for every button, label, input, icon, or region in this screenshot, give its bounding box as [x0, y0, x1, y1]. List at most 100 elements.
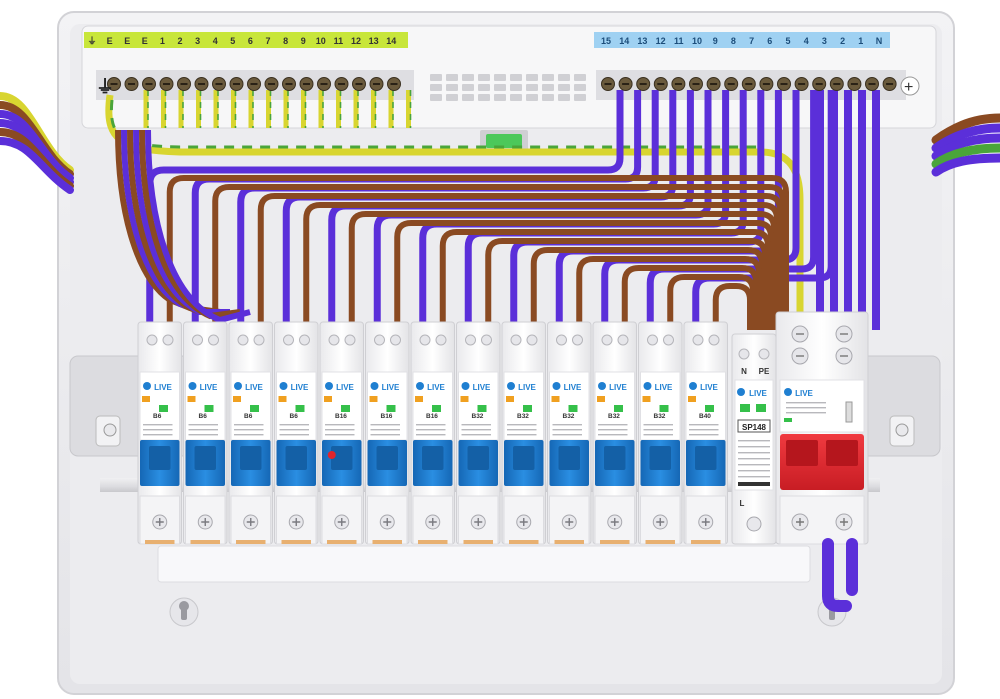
earth-bar-label: E	[107, 36, 113, 46]
status-dot-icon	[327, 451, 336, 459]
vent-slot	[462, 94, 474, 101]
neutral-bar-label: 11	[674, 36, 684, 46]
live-wire	[212, 184, 786, 330]
terminal-screw-icon	[192, 334, 203, 346]
terminal-screw-icon	[162, 334, 174, 346]
mcb-breaker[interactable]: LIVE B16	[365, 321, 410, 545]
terminal-screw-icon	[465, 334, 476, 346]
earth-label-strip	[84, 32, 408, 48]
mcb-breaker[interactable]: LIVE B6	[183, 321, 228, 545]
terminal-screw-icon	[374, 334, 385, 346]
earth-bar-label: 2	[177, 36, 182, 46]
vent-slot	[478, 84, 490, 91]
live-wire	[439, 229, 771, 330]
vent-slot	[446, 84, 458, 91]
mcb-breaker[interactable]: LIVE B6	[274, 321, 319, 545]
vent-slot	[430, 74, 442, 81]
terminal-screw-icon	[692, 334, 704, 346]
brand-label: LIVE	[518, 383, 536, 392]
rating-code: B6	[199, 413, 208, 420]
terminal-screw-icon	[299, 334, 310, 346]
live-wire	[530, 247, 765, 330]
brand-label: LIVE	[200, 383, 218, 392]
brand-logo-icon	[416, 382, 424, 390]
terminal-screw-icon	[208, 334, 219, 346]
brand-label: LIVE	[382, 383, 400, 392]
earth-bar-label: 5	[230, 36, 235, 46]
live-wire	[667, 274, 756, 330]
trip-indicator	[568, 405, 578, 412]
terminal-screw-icon	[647, 334, 658, 346]
earth-bar-label: 12	[351, 36, 361, 46]
live-wire	[303, 202, 780, 330]
live-wire	[348, 211, 777, 330]
vent-slot	[574, 84, 586, 91]
terminal-screw-icon	[237, 334, 249, 346]
vent-slot	[526, 74, 538, 81]
trip-indicator	[659, 405, 669, 412]
neutral-bar-label: 15	[601, 36, 611, 46]
brand-logo-icon	[598, 382, 606, 390]
vent-slot	[574, 94, 586, 101]
rating-code: B32	[517, 413, 529, 420]
brand-logo-icon	[325, 382, 333, 390]
trip-indicator	[341, 405, 350, 412]
trip-indicator	[295, 405, 305, 412]
vent-slot	[478, 94, 490, 101]
trip-indicator	[523, 405, 532, 412]
trip-indicator	[386, 405, 396, 412]
brand-label: LIVE	[291, 383, 309, 392]
rating-code: B6	[290, 413, 299, 420]
live-wire	[485, 238, 768, 330]
vent-slot	[430, 94, 442, 101]
neutral-bar-label: 14	[619, 36, 629, 46]
vent-slot	[430, 84, 442, 91]
side-cable-bundles	[0, 92, 1000, 194]
trip-indicator	[705, 405, 714, 412]
brand-label: LIVE	[427, 383, 445, 392]
brand-logo-icon	[784, 388, 792, 396]
earth-bar-label: 14	[386, 36, 396, 46]
vent-slot	[542, 84, 554, 91]
neutral-bar-label: 5	[785, 36, 790, 46]
earth-bar-label: ⏚	[87, 36, 96, 46]
vent-slot	[462, 74, 474, 81]
neutral-bar-label: 4	[804, 36, 809, 46]
neutral-bar-label: 7	[749, 36, 754, 46]
earth-bar-label: 8	[283, 36, 288, 46]
terminal-screw-icon	[663, 334, 674, 346]
spd-status-window	[756, 404, 766, 412]
terminal-screw-icon	[526, 334, 538, 346]
right-bundle-wire	[931, 153, 1000, 177]
terminal-screw-icon	[708, 334, 720, 346]
earth-bar-label: 9	[301, 36, 306, 46]
rating-code: B40	[699, 413, 711, 420]
terminal-screw-icon	[344, 334, 356, 346]
earth-symbol-icon: ⏚	[96, 77, 114, 97]
terminal-screw-icon	[510, 334, 522, 346]
vent-slot	[446, 94, 458, 101]
neutral-bar-label: 13	[637, 36, 647, 46]
spirit-level-icon	[486, 134, 522, 148]
vent-slot	[510, 74, 522, 81]
terminal-screw-icon	[738, 348, 750, 360]
brand-logo-icon	[370, 382, 379, 390]
brand-logo-icon	[279, 382, 288, 390]
trip-indicator	[250, 405, 259, 412]
rating-code: B16	[381, 413, 393, 420]
earth-bar-label: E	[142, 36, 148, 46]
brand-logo-icon	[143, 382, 151, 390]
vent-slot	[510, 94, 522, 101]
trip-indicator	[614, 405, 623, 412]
mcb-breaker[interactable]: LIVE B32	[501, 321, 546, 545]
